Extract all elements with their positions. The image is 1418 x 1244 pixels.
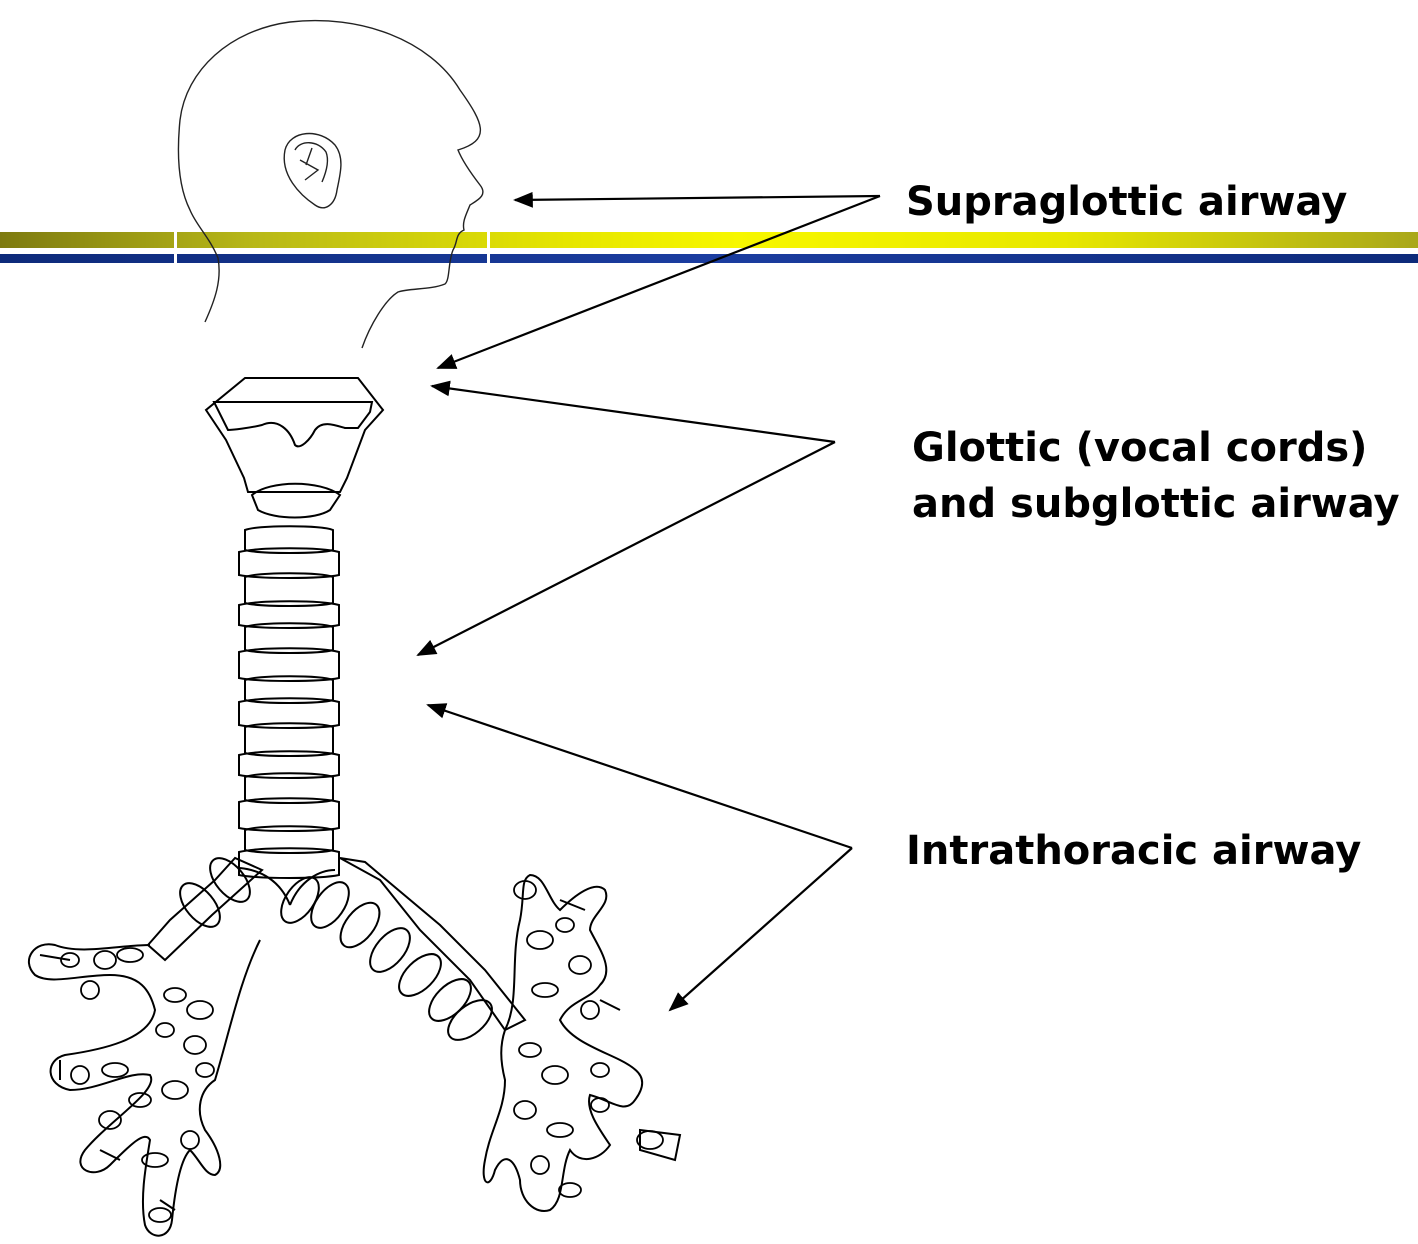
arrow-supraglottic-neck	[438, 196, 880, 368]
bronchial-ring	[304, 876, 357, 935]
bronchiole-spot	[94, 951, 116, 969]
bronchiole-spot	[156, 1023, 174, 1037]
pointer-arrows	[418, 196, 880, 1010]
arrow-glottic-larynx	[432, 386, 835, 442]
label-intrathoracic-airway: Intrathoracic airway	[906, 825, 1361, 877]
larynx	[206, 378, 383, 518]
label-supraglottic-airway: Supraglottic airway	[906, 176, 1347, 228]
bronchiole-spot	[164, 988, 186, 1002]
bronchiole-spot	[591, 1098, 609, 1112]
bronchiole-spot	[514, 1101, 536, 1119]
arrow-intrathoracic-trachea	[428, 705, 852, 848]
bronchial-ring	[203, 851, 258, 909]
bronchiole-spot	[531, 1156, 549, 1174]
bronchiole-spot	[581, 1001, 599, 1019]
bronchiole-spot	[542, 1066, 568, 1084]
arrow-subglottic-trachea	[418, 442, 835, 655]
ear-icon	[284, 134, 341, 208]
left-bronchial-tree	[29, 940, 260, 1236]
bronchiole-spot	[187, 1001, 213, 1019]
bronchial-ring	[274, 871, 327, 930]
bronchiole-spot	[556, 918, 574, 932]
label-glottic-line2: and subglottic airway	[912, 478, 1400, 530]
arrow-intrathoracic-bronchi	[670, 848, 852, 1010]
bronchiole-spot	[129, 1093, 151, 1107]
bronchiole-spot	[527, 931, 553, 949]
bronchiole-spot	[532, 983, 558, 997]
bronchial-ring	[363, 921, 418, 979]
bronchiole-spots	[61, 881, 663, 1222]
label-glottic-line1: Glottic (vocal cords)	[912, 422, 1367, 474]
right-bronchial-tree	[484, 875, 680, 1211]
bronchiole-spot	[181, 1131, 199, 1149]
bronchiole-spot	[162, 1081, 188, 1099]
bronchiole-spot	[519, 1043, 541, 1057]
bronchiole-spot	[547, 1123, 573, 1137]
bronchiole-spot	[196, 1063, 214, 1077]
arrow-supraglottic-head	[515, 196, 880, 200]
bronchiole-spot	[149, 1208, 171, 1222]
bronchial-ring	[392, 947, 449, 1004]
head-profile	[178, 21, 482, 348]
bronchial-ring	[441, 993, 499, 1048]
trachea	[173, 526, 499, 1047]
bronchiole-spot	[591, 1063, 609, 1077]
bronchiole-spot	[184, 1036, 206, 1054]
bronchiole-spot	[117, 948, 143, 962]
bronchiole-spot	[102, 1063, 128, 1077]
bronchiole-spot	[559, 1183, 581, 1197]
bronchial-ring	[333, 896, 387, 954]
bronchiole-spot	[81, 981, 99, 999]
bronchiole-spot	[569, 956, 591, 974]
bronchiole-spot	[71, 1066, 89, 1084]
